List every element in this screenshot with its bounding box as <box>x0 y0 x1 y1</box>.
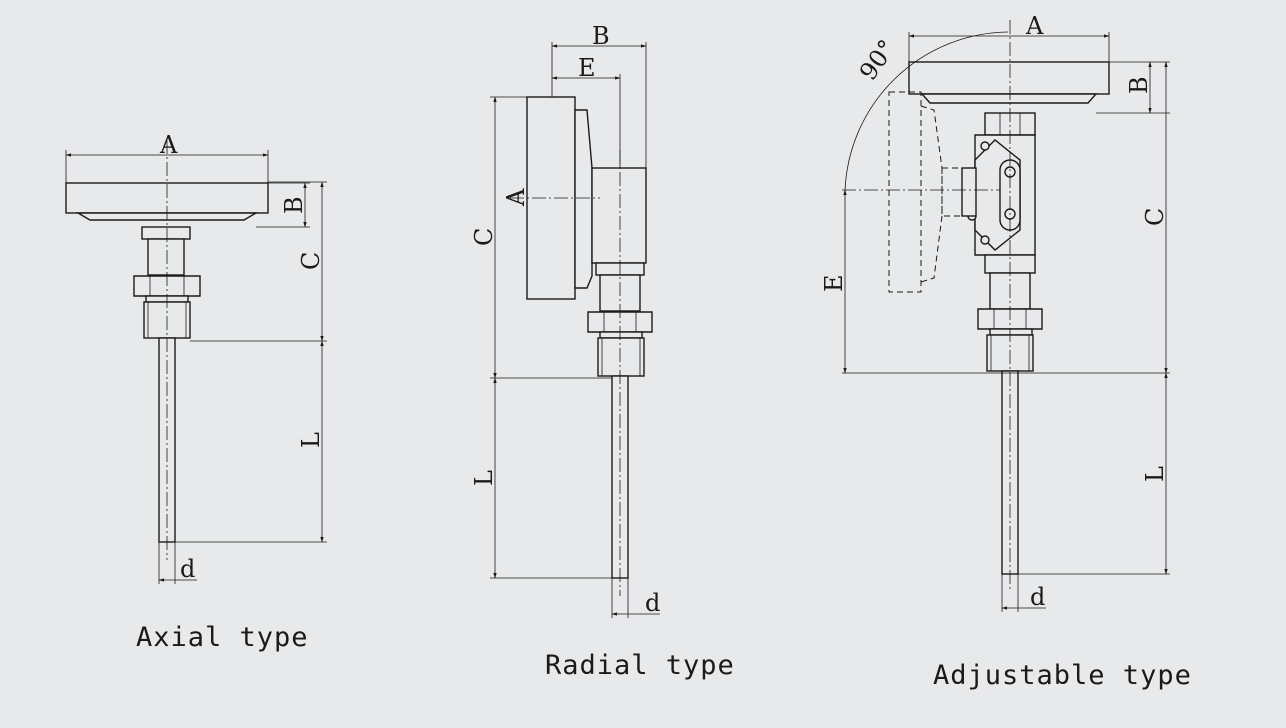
adjustable-dim-a: A <box>1025 12 1044 40</box>
adjustable-dial-case <box>908 61 1110 95</box>
axial-type-drawing: A B C L d <box>65 131 327 584</box>
axial-dim-a: A <box>159 131 178 159</box>
adjustable-dim-d: d <box>1030 583 1045 611</box>
adjustable-tilted-dial <box>888 91 922 293</box>
adjustable-dial-base <box>920 93 1098 104</box>
radial-dim-a: A <box>502 188 530 207</box>
radial-dial-back <box>574 109 593 289</box>
adjustable-washer <box>989 328 1033 336</box>
axial-dim-d: d <box>180 555 195 583</box>
adjustable-type-drawing: 90° A B C E L d <box>820 12 1170 612</box>
radial-dim-l: L <box>470 470 498 486</box>
radial-dim-e: E <box>578 54 596 82</box>
adjustable-dim-e: E <box>820 274 848 292</box>
adjustable-dim-l: L <box>1141 466 1169 482</box>
axial-dim-c: C <box>297 252 325 270</box>
radial-fitting <box>597 337 645 377</box>
axial-stem <box>147 238 185 276</box>
radial-dim-d: d <box>645 589 660 617</box>
adjustable-dim-c: C <box>1141 208 1169 226</box>
adjustable-type-caption: Adjustable type <box>933 660 1192 691</box>
axial-neck <box>141 226 191 240</box>
radial-type-caption: Radial type <box>545 650 735 681</box>
adjustable-dim-angle: 90° <box>854 35 901 86</box>
adjustable-dim-b: B <box>1125 76 1153 94</box>
axial-type-caption: Axial type <box>136 622 309 653</box>
axial-dim-b: B <box>280 196 308 214</box>
radial-type-drawing: B E A C L d <box>470 22 660 618</box>
radial-dim-c: C <box>470 228 498 246</box>
radial-washer <box>599 331 643 339</box>
axial-dim-l: L <box>297 432 325 448</box>
radial-housing <box>591 167 647 264</box>
radial-dim-b: B <box>592 22 610 50</box>
